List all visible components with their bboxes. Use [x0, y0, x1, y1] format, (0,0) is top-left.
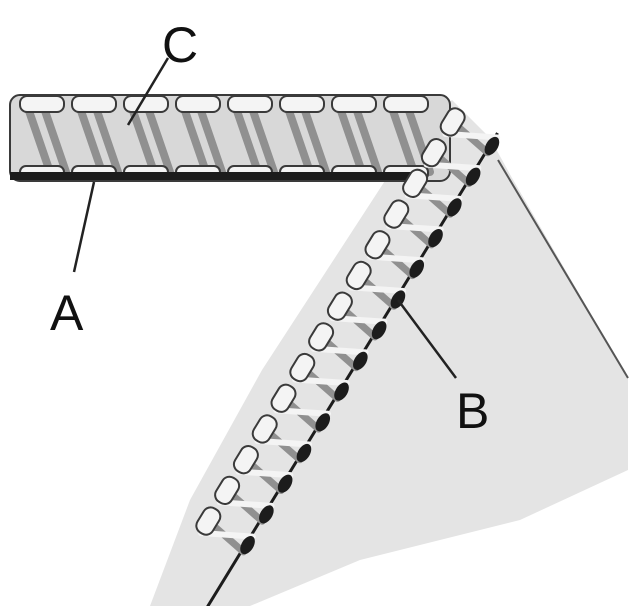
- needle-stitch-point: [409, 259, 425, 278]
- diagonal-loop: [289, 352, 316, 383]
- horizontal-looper-stitch: [300, 104, 330, 176]
- diagonal-loop: [251, 414, 278, 444]
- fabric-edge: [497, 159, 629, 379]
- needle-stitch-point: [259, 505, 274, 524]
- horizontal-looper-stitch: [388, 104, 418, 176]
- needle-stitch-point: [240, 536, 255, 555]
- diagonal-loop: [232, 445, 259, 475]
- label-c: C: [162, 17, 198, 73]
- needle-stitch-point: [353, 351, 368, 370]
- leader-line-a: [72, 181, 96, 273]
- leader-line-c: [126, 57, 170, 126]
- diagonal-loop: [270, 383, 297, 413]
- horizontal-seam: [9, 94, 451, 182]
- horizontal-loop: [123, 95, 169, 113]
- horizontal-loop: [71, 95, 117, 113]
- needle-stitch-point: [484, 136, 500, 156]
- horizontal-loop: [279, 95, 325, 113]
- horizontal-looper-stitch: [76, 104, 106, 176]
- horizontal-looper-stitch: [40, 104, 70, 176]
- horizontal-looper-stitch: [284, 104, 314, 176]
- horizontal-looper-stitch: [248, 104, 278, 176]
- horizontal-loop: [227, 95, 273, 113]
- horizontal-loop: [383, 95, 429, 113]
- horizontal-looper-stitch: [232, 104, 262, 176]
- diagonal-loop: [420, 138, 447, 168]
- diagonal-seam-stitches: [195, 107, 501, 606]
- needle-stitch-point: [315, 413, 331, 432]
- needle-stitch-point: [334, 382, 349, 401]
- horizontal-looper-stitch: [128, 104, 158, 176]
- horizontal-looper-stitch: [144, 104, 174, 176]
- needle-stitch-point: [296, 443, 312, 463]
- diagonal-loop: [439, 107, 466, 137]
- horizontal-loop: [19, 95, 65, 113]
- leader-line-b: [396, 299, 458, 379]
- diagonal-loop: [364, 230, 391, 260]
- needle-stitch-point: [277, 474, 293, 493]
- horizontal-looper-stitch: [336, 104, 366, 176]
- horizontal-looper-stitch: [92, 104, 122, 176]
- diagonal-loop: [195, 506, 222, 536]
- needle-stitch-point: [428, 228, 443, 248]
- label-b: B: [456, 383, 489, 439]
- horizontal-looper-stitch: [180, 104, 210, 176]
- diagonal-loop: [345, 260, 372, 291]
- horizontal-loop: [175, 95, 221, 113]
- diagonal-loop: [402, 168, 429, 198]
- needle-stitch-point: [465, 167, 481, 186]
- diagonal-loop: [214, 475, 241, 506]
- horizontal-looper-stitch: [196, 104, 226, 176]
- horizontal-looper-stitch: [352, 104, 382, 176]
- diagonal-loop: [308, 322, 335, 352]
- label-a: A: [50, 285, 84, 341]
- diagonal-seam: [195, 107, 501, 606]
- horizontal-looper-stitch: [24, 104, 54, 176]
- needle-stitch-point: [447, 198, 462, 217]
- horizontal-loop: [331, 95, 377, 113]
- needle-stitch-point: [371, 321, 387, 340]
- diagonal-loop: [326, 291, 353, 321]
- diagonal-loop: [383, 199, 410, 229]
